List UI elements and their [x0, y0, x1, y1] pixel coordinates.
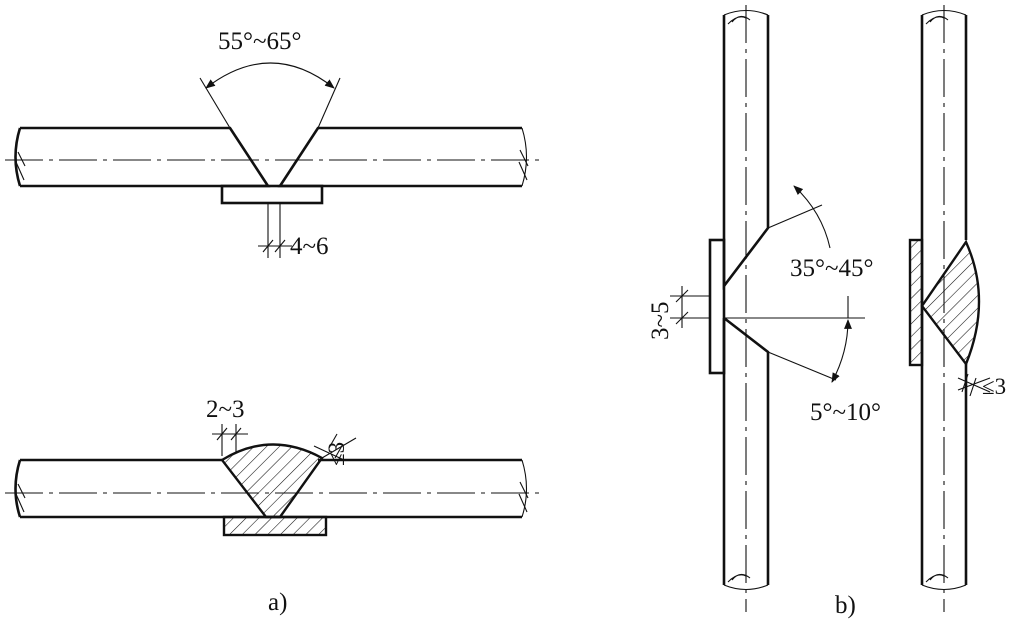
fig-b-backing-plate-welded	[908, 238, 924, 367]
fig-a-backing-plate-welded	[222, 515, 328, 537]
fig-a-weld-bead	[220, 443, 324, 519]
fig-a-groove-view: 55°~65° 4~6	[5, 28, 540, 260]
fig-b-lower-angle-label: 5°~10°	[810, 399, 881, 426]
fig-a-groove-angle-label: 55°~65°	[218, 28, 302, 55]
fig-b-upper-angle-label: 35°~45°	[790, 255, 874, 282]
fig-b-welded-view: ≤3	[908, 5, 1006, 612]
fig-b-backing-plate	[708, 238, 726, 375]
fig-b-upper-angle-arc	[793, 185, 831, 249]
fig-a-reinforcement-height-label: ≤3	[324, 442, 349, 466]
fig-a-welded-view: 2~3 ≤3	[5, 396, 545, 537]
fig-a-groove-angle-arc	[205, 62, 335, 89]
fig-a-left-bar	[14, 126, 271, 188]
fig-a-right-bar	[277, 126, 522, 188]
fig-b-caption: b)	[835, 592, 856, 619]
fig-b-lower-angle-arc	[831, 319, 852, 383]
fig-a-caption: a)	[268, 589, 287, 616]
fig-b-weld-bead	[920, 239, 981, 367]
fig-a-reinforcement-width-label: 2~3	[206, 396, 245, 423]
fig-b-reinforcement-height-label: ≤3	[982, 374, 1006, 399]
fig-a-backing-plate	[220, 184, 324, 205]
fig-b-root-gap-label: 3~5	[647, 301, 674, 340]
fig-b-groove-view: 35°~45° 5°~10° 3~5	[647, 5, 881, 612]
fig-a-root-gap-label: 4~6	[290, 233, 329, 260]
